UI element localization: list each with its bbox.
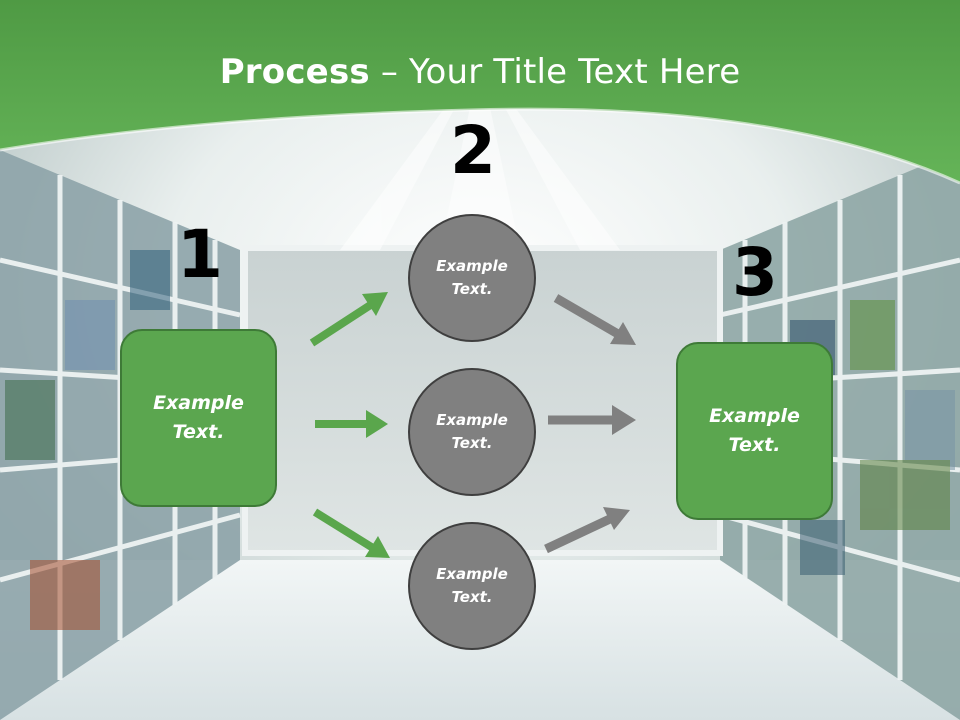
green-arrow-up-icon bbox=[309, 292, 388, 347]
step-number-2: 2 bbox=[450, 112, 496, 189]
step-box-1-text: Example Text. bbox=[153, 392, 244, 443]
gray-arrow-down-icon bbox=[553, 294, 636, 345]
title-bold: Process bbox=[219, 52, 370, 92]
circle-bottom-text: Example Text. bbox=[436, 565, 508, 606]
circle-middle: Example Text. bbox=[408, 368, 536, 496]
step-number-3: 3 bbox=[732, 234, 778, 311]
title-rest: – Your Title Text Here bbox=[369, 52, 741, 92]
gray-arrow-right-icon bbox=[548, 405, 636, 435]
green-arrow-down-icon bbox=[312, 508, 390, 558]
green-arrow-right-icon bbox=[315, 410, 388, 438]
circle-top-text: Example Text. bbox=[436, 257, 508, 298]
step-box-3: Example Text. bbox=[676, 342, 833, 520]
circle-top: Example Text. bbox=[408, 214, 536, 342]
page-title: Process – Your Title Text Here bbox=[0, 52, 960, 92]
step-box-1: Example Text. bbox=[120, 329, 277, 507]
step-number-1: 1 bbox=[177, 216, 223, 293]
circle-middle-text: Example Text. bbox=[436, 411, 508, 452]
step-box-3-text: Example Text. bbox=[709, 405, 800, 456]
circle-bottom: Example Text. bbox=[408, 522, 536, 650]
gray-arrow-up-icon bbox=[544, 507, 630, 554]
